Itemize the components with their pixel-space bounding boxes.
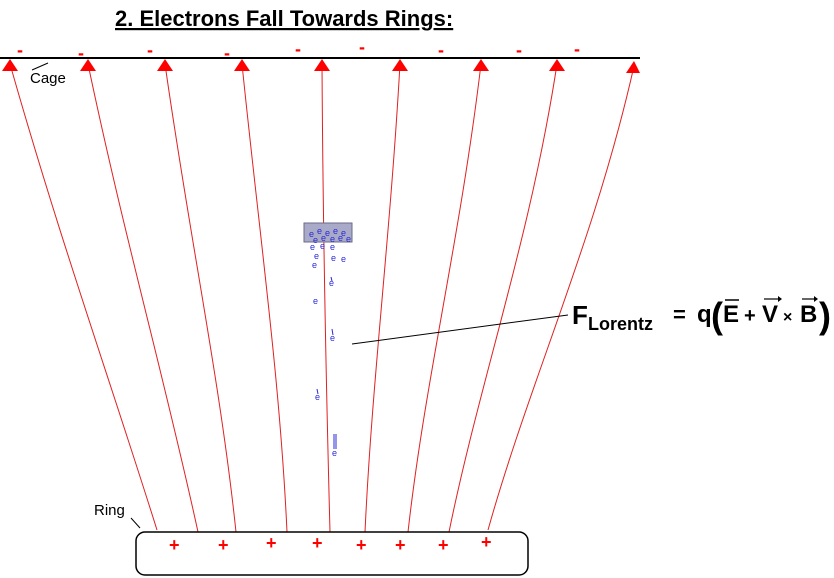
electron: e: [317, 226, 322, 236]
arrowhead: [392, 59, 408, 71]
electron: e: [341, 254, 346, 264]
electron: e: [314, 251, 319, 261]
formula-pointer: [351, 314, 569, 345]
title: 2. Electrons Fall Towards Rings:: [115, 6, 453, 31]
electron: e: [331, 253, 336, 263]
field-line: [407, 63, 482, 533]
arrowhead: [473, 59, 489, 71]
positive-charge: +: [312, 533, 323, 553]
formula-e: E: [723, 301, 739, 328]
electrons: e e e e e e e e e e e e e e e e e e e e …: [309, 226, 351, 458]
electron: e: [313, 235, 318, 245]
arrowhead: [549, 59, 565, 71]
field-line: [241, 63, 288, 533]
positive-charge: +: [438, 535, 449, 555]
formula-times: ×: [783, 309, 792, 326]
arrowhead: [2, 59, 18, 71]
electron: e: [321, 233, 326, 243]
formula-b: B: [800, 301, 817, 328]
electron: e: [315, 392, 320, 402]
lorentz-formula: F Lorentz = q ( E + V × B ): [572, 295, 831, 336]
negative-charge: -: [574, 39, 580, 59]
field-line: [448, 63, 558, 533]
electron: e: [313, 296, 318, 306]
electron: e: [325, 228, 330, 238]
electron: e: [310, 242, 315, 252]
positive-charge: +: [356, 535, 367, 555]
cage-label: Cage: [30, 70, 66, 87]
field-lines: [9, 63, 635, 533]
ring-label: Ring: [94, 502, 125, 519]
ring: [135, 531, 529, 576]
field-arrows: [2, 59, 640, 73]
positive-charge: +: [395, 535, 406, 555]
formula-q: q: [697, 301, 712, 328]
ring-pointer: [130, 517, 141, 529]
field-line: [487, 65, 635, 531]
formula-equals: =: [673, 302, 686, 327]
negative-charge: -: [17, 40, 23, 60]
positive-charge: +: [218, 535, 229, 555]
negative-charge: -: [147, 40, 153, 60]
negative-charge: -: [224, 43, 230, 63]
positive-charge: +: [266, 533, 277, 553]
negative-charge: -: [516, 40, 522, 60]
field-line: [364, 63, 401, 533]
formula-plus: +: [744, 305, 756, 327]
electron: e: [320, 241, 325, 251]
electron-trail: [316, 388, 319, 395]
field-line: [9, 63, 158, 531]
electron-trail: [330, 276, 333, 282]
negative-charge: -: [438, 40, 444, 60]
formula-open-paren: (: [711, 295, 723, 336]
arrowhead: [626, 61, 640, 73]
electron: e: [330, 242, 335, 252]
cage-pointer: [31, 62, 49, 71]
negative-charge: -: [78, 43, 84, 63]
formula-f: F: [572, 300, 588, 330]
electron: e: [346, 234, 351, 244]
negative-charge: -: [359, 37, 365, 57]
electron: e: [341, 228, 346, 238]
field-line: [87, 63, 199, 533]
electron: e: [329, 278, 334, 288]
ring-charges: + + + + + + + +: [169, 532, 492, 555]
arrowhead: [157, 59, 173, 71]
field-line: [164, 63, 237, 533]
b-arrow-head: [814, 296, 818, 302]
negative-charge: -: [295, 39, 301, 59]
positive-charge: +: [481, 532, 492, 552]
arrowhead: [314, 59, 330, 71]
electron-source: [303, 222, 353, 243]
cage-charges: - - - - - - - - -: [17, 37, 580, 63]
electron: e: [338, 233, 343, 243]
formula-subscript: Lorentz: [588, 314, 653, 334]
v-arrow-head: [778, 296, 782, 302]
arrowhead: [80, 59, 96, 71]
positive-charge: +: [169, 535, 180, 555]
arrowhead: [234, 59, 250, 71]
formula-v: V: [762, 301, 778, 328]
electron: e: [333, 226, 338, 236]
electron: e: [309, 229, 314, 239]
electron-trails: [316, 276, 337, 449]
electron: e: [330, 234, 335, 244]
electron: e: [332, 448, 337, 458]
electron: e: [330, 333, 335, 343]
electron-trail: [331, 328, 334, 336]
field-line: [321, 63, 331, 533]
electron: e: [312, 260, 317, 270]
formula-close-paren: ): [819, 295, 831, 336]
